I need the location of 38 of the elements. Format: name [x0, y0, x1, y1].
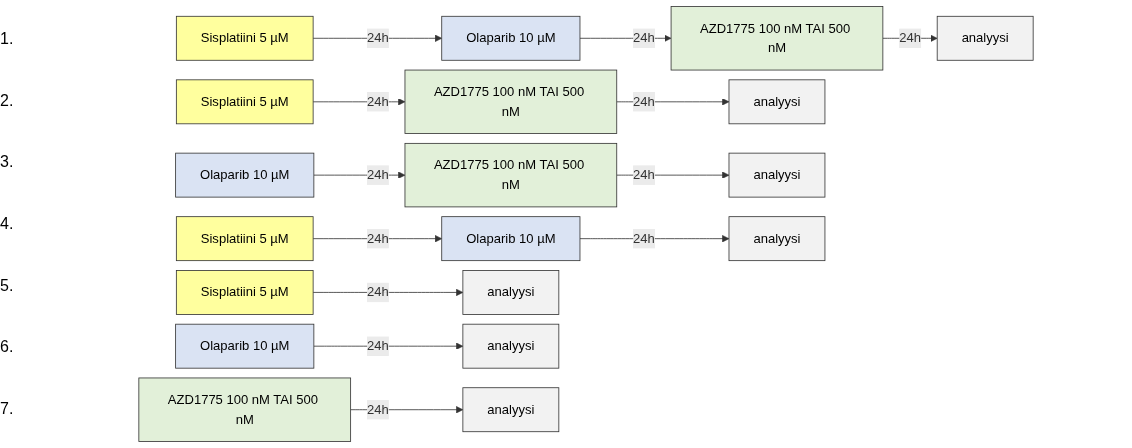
edge-label: 24h	[899, 30, 921, 45]
node-box: Sisplatiini 5 µM	[175, 15, 314, 61]
node-box: analyysi	[728, 79, 826, 125]
row-number: 6.	[0, 338, 15, 357]
edge-label: 24h	[366, 231, 389, 246]
row-number: 7.	[0, 400, 15, 419]
node-box: analyysi	[728, 216, 826, 262]
node-box: AZD1775 100 nM TAI 500 nM	[670, 6, 884, 71]
node-box: analyysi	[462, 270, 560, 315]
node-box: analyysi	[728, 152, 826, 198]
row-number: 3.	[0, 153, 15, 172]
edge-label: 24h	[633, 167, 655, 182]
edge-label: 24h	[366, 285, 389, 299]
edge-label: 24h	[633, 231, 655, 246]
row-number: 1.	[0, 29, 15, 48]
node-box: analyysi	[462, 387, 560, 433]
node-box: AZD1775 100 nM TAI 500 nM	[404, 142, 618, 208]
edge-label: 24h	[366, 30, 389, 45]
node-box: Sisplatiini 5 µM	[175, 79, 314, 125]
edge-label: 24h	[633, 94, 655, 109]
edge-label: 24h	[366, 94, 389, 109]
row-number: 5.	[0, 276, 15, 295]
node-box: Sisplatiini 5 µM	[175, 216, 314, 262]
edge-label: 24h	[366, 338, 389, 353]
row-number: 4.	[0, 214, 15, 233]
edge-label: 24h	[366, 402, 389, 417]
row-number: 2.	[0, 91, 15, 110]
node-box: AZD1775 100 nM TAI 500 nM	[404, 69, 618, 134]
edge-label: 24h	[366, 167, 389, 182]
node-box: Olaparib 10 µM	[175, 323, 315, 369]
node-box: Olaparib 10 µM	[441, 216, 581, 262]
node-box: analyysi	[462, 323, 560, 369]
node-box: Olaparib 10 µM	[175, 152, 315, 198]
edge-label: 24h	[633, 30, 655, 45]
node-box: AZD1775 100 nM TAI 500 nM	[138, 377, 352, 442]
node-box: Sisplatiini 5 µM	[175, 270, 314, 315]
node-box: Olaparib 10 µM	[441, 15, 581, 61]
node-box: analyysi	[936, 15, 1034, 61]
